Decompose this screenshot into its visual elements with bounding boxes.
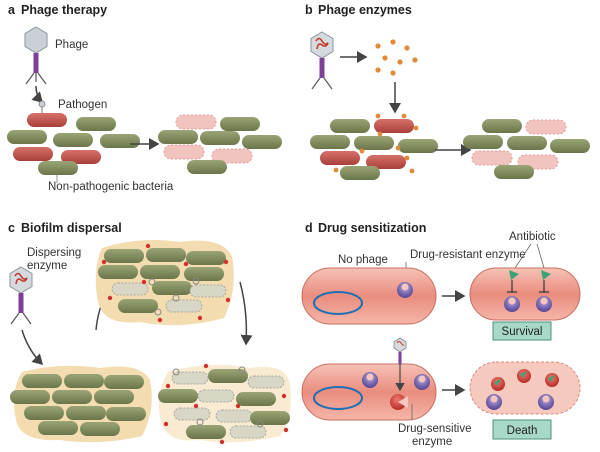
panel-c-title: Biofilm dispersal	[21, 221, 122, 235]
panel-d-letter: d	[305, 221, 313, 235]
bacteria-cluster-before	[7, 113, 140, 175]
label-leader	[514, 243, 532, 269]
enzyme-label-line2: enzyme	[27, 260, 67, 272]
phage-dna-icon	[9, 266, 33, 325]
panel-b-title: Phage enzymes	[318, 3, 412, 17]
no-phage-label: No phage	[338, 254, 388, 266]
cell-top-left	[301, 267, 437, 325]
antibiotic-label: Antibiotic	[509, 231, 556, 243]
enzyme-label-line1: Dispersing	[27, 247, 81, 259]
panel-a: a Phage therapy Phage Pathogen Non-patho…	[7, 3, 282, 193]
enzyme-dots	[375, 39, 418, 76]
sensitive-label-line2: enzyme	[412, 436, 452, 448]
phage-icon	[24, 26, 48, 85]
pathogen-label: Pathogen	[58, 99, 107, 111]
phage-label: Phage	[55, 39, 88, 51]
panel-b: b Phage enzymes	[305, 3, 590, 180]
survival-box	[492, 321, 552, 341]
death-label: Death	[507, 425, 538, 437]
biofilm-intact	[10, 365, 152, 443]
phage-dna-icon	[310, 31, 334, 90]
label-leader	[536, 243, 545, 269]
resistant-label: Drug-resistant enzyme	[410, 249, 526, 261]
panel-a-title: Phage therapy	[21, 3, 107, 17]
attached-phage-icon	[38, 100, 46, 113]
arrow-icon	[21, 329, 44, 366]
cell-bottom-right	[469, 361, 581, 415]
nonpath-label: Non-pathogenic bacteria	[48, 181, 174, 193]
panel-c: c Biofilm dispersal Dispersing enzyme	[8, 221, 291, 445]
panel-d-title: Drug sensitization	[318, 221, 426, 235]
bacteria-cluster-cleared	[463, 119, 590, 179]
panel-c-letter: c	[8, 221, 15, 235]
panel-a-letter: a	[8, 3, 16, 17]
bacteria-cluster-enzymes	[310, 113, 438, 180]
arrow-icon	[239, 281, 253, 346]
sensitive-label-line1: Drug-sensitive	[398, 423, 472, 435]
cell-bottom-left	[301, 363, 437, 421]
biofilm-treated	[95, 240, 234, 326]
cell-top-right	[469, 267, 581, 321]
panel-d: d Drug sensitization No phage Drug-resis…	[301, 221, 581, 448]
survival-label: Survival	[502, 326, 543, 338]
arrow-down-icon	[31, 85, 44, 104]
panel-b-letter: b	[305, 3, 313, 17]
death-box	[492, 419, 552, 440]
injecting-phage-icon	[393, 337, 407, 392]
bacteria-cluster-after	[158, 114, 282, 174]
biofilm-dispersed	[158, 363, 291, 445]
